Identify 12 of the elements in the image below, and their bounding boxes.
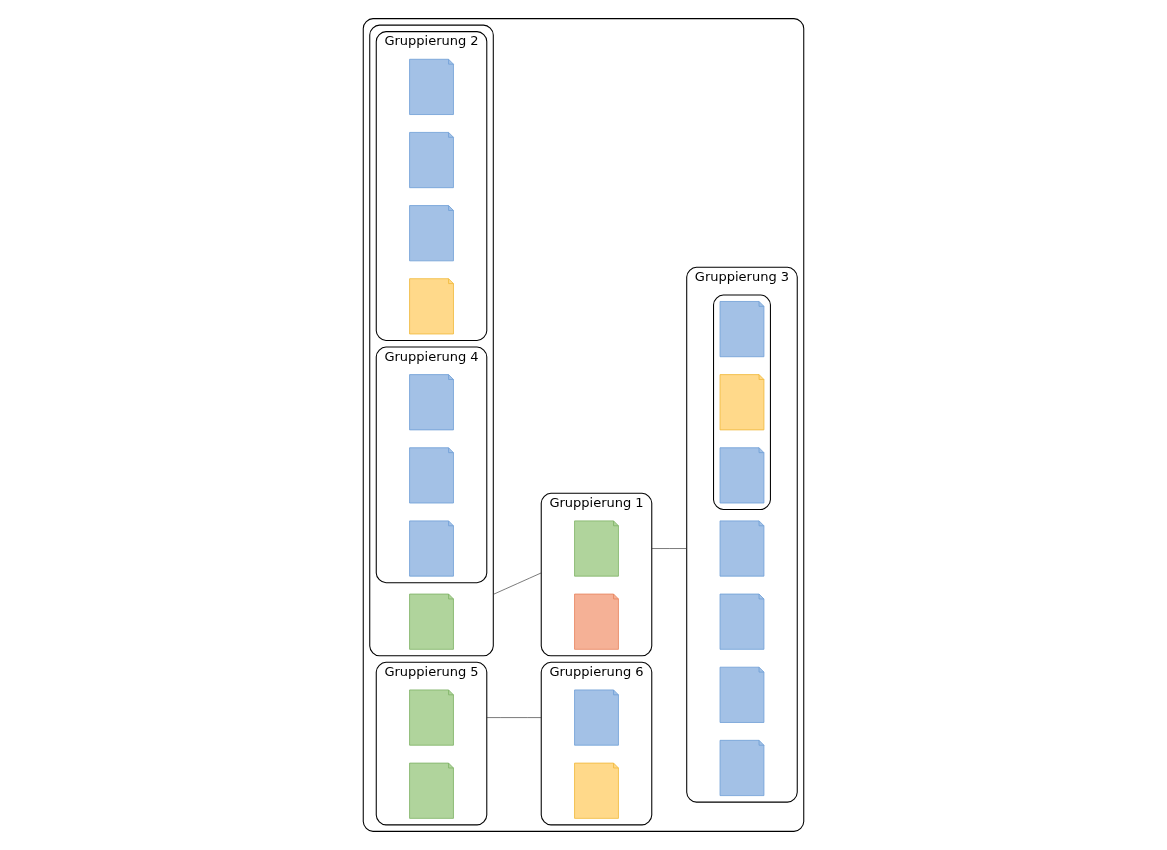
connector: [492, 572, 542, 595]
cluster: Gruppierung 2: [375, 31, 488, 341]
cluster: Gruppierung 4: [375, 346, 488, 584]
cluster: Gruppierung 3: [686, 266, 798, 803]
cluster: [713, 294, 771, 511]
cluster: [369, 24, 494, 657]
connector: [486, 717, 542, 718]
cluster: [362, 18, 805, 832]
cluster: Gruppierung 5: [375, 661, 488, 826]
cluster: Gruppierung 6: [540, 661, 653, 826]
cluster: Gruppierung 1: [540, 492, 653, 657]
connector: [651, 548, 688, 549]
